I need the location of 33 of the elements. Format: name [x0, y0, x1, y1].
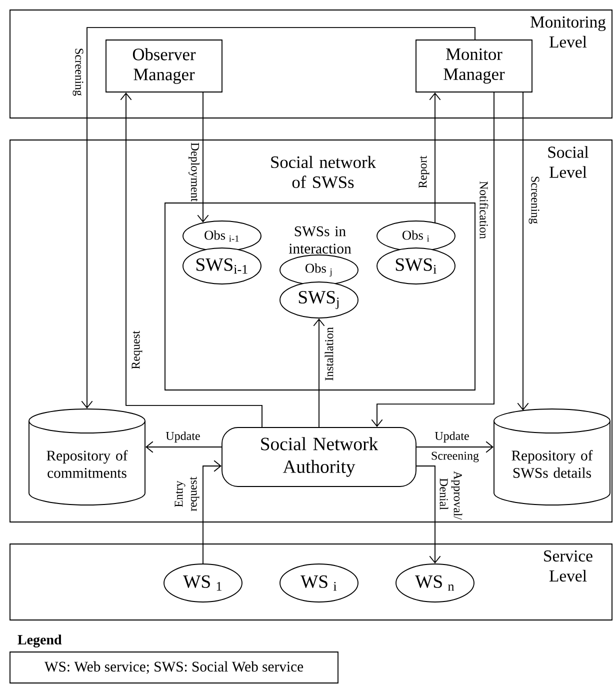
edge-label: Screening: [528, 176, 540, 224]
edge-label: Screening: [72, 48, 84, 96]
edge-label: Notification: [480, 181, 488, 239]
arrow: [81, 27, 476, 409]
edge-label: Request: [132, 330, 142, 369]
legend-box: WS: Web service; SWS: Social Web service: [10, 652, 338, 684]
repository-cylinder: Repository of commitments: [28, 408, 146, 506]
edge-label: Approval/ Denial: [440, 471, 462, 520]
arrow: [416, 441, 494, 453]
arrow: [371, 92, 494, 428]
edge-label: Deployment: [188, 142, 200, 202]
node-label: Repository of SWSs details: [512, 450, 593, 478]
arrow: [202, 460, 222, 564]
repository-cylinder: Repository of SWSs details: [494, 408, 610, 506]
arrow: [313, 318, 325, 428]
legend-title: Legend: [18, 634, 62, 648]
node-label: Repository of commitments: [46, 450, 128, 478]
edge-label: Report: [418, 156, 430, 188]
edge-label: Update: [166, 432, 200, 442]
node-label: Social network of SWSs: [271, 156, 376, 188]
edge-label: Entry request: [174, 476, 200, 512]
arrow: [197, 92, 209, 223]
arrow: [145, 441, 222, 453]
edge-label: Installation: [324, 327, 334, 381]
arrow: [416, 466, 441, 564]
arrow: [429, 92, 441, 223]
authority-box: Social Network Authority: [222, 427, 416, 487]
manager-box: Observer Manager: [106, 40, 222, 92]
edge-label: Update: [434, 432, 469, 442]
manager-box: Monitor Manager: [416, 40, 532, 92]
arrow: [517, 92, 529, 411]
text-label: Screening: [432, 452, 479, 462]
arrow: [120, 92, 262, 428]
